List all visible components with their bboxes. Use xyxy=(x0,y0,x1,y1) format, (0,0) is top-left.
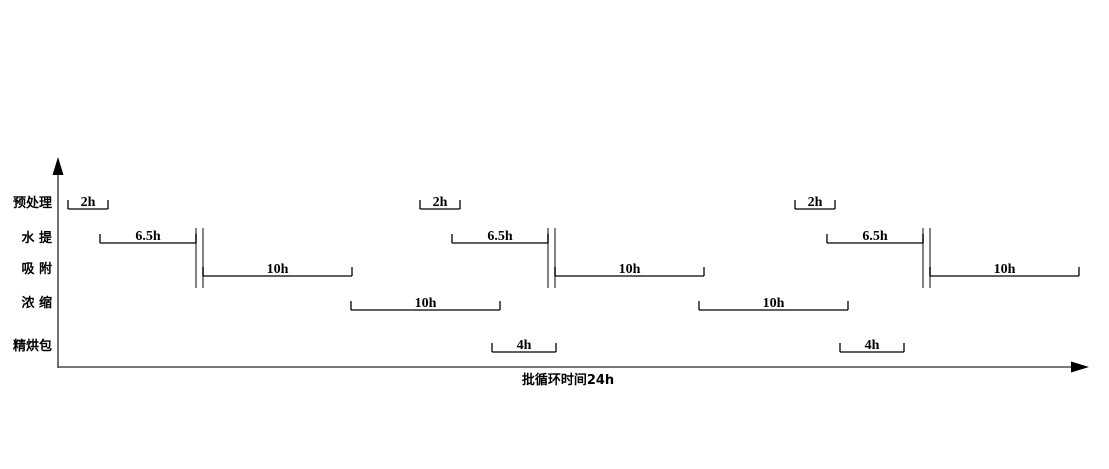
cycle-divider-3 xyxy=(922,228,931,288)
bracket-duration-label: 6.5h xyxy=(487,229,513,244)
x-axis-arrow-icon xyxy=(1071,361,1089,373)
duration-bracket-b-fin-1: 4h xyxy=(491,338,557,353)
duration-bracket-b-con-1: 10h xyxy=(350,296,501,311)
bracket-duration-label: 10h xyxy=(267,262,289,277)
duration-bracket-b-con-2: 10h xyxy=(698,296,849,311)
bracket-duration-label: 6.5h xyxy=(135,229,161,244)
duration-bracket-b-fin-2: 4h xyxy=(839,338,905,353)
row-label-0: 预处理 xyxy=(13,195,52,211)
duration-bracket-b-ext-1: 6.5h xyxy=(99,229,197,244)
bracket-duration-label: 10h xyxy=(415,296,437,311)
duration-bracket-b-pre-2: 2h xyxy=(419,195,461,210)
bracket-duration-label: 10h xyxy=(994,262,1016,277)
duration-bracket-b-ads-2: 10h xyxy=(554,262,705,277)
duration-bracket-b-ext-3: 6.5h xyxy=(826,229,924,244)
bracket-duration-label: 4h xyxy=(865,338,880,353)
row-label-2: 吸 附 xyxy=(21,261,52,277)
cycle-divider-2 xyxy=(547,228,556,288)
duration-bracket-b-ads-3: 10h xyxy=(929,262,1080,277)
row-label-1: 水 提 xyxy=(21,230,53,246)
row-label-3: 浓 缩 xyxy=(21,295,52,311)
duration-bracket-b-pre-3: 2h xyxy=(794,195,836,210)
x-axis-label-group: 批循环时间24h xyxy=(522,372,614,388)
cycle-dividers-group xyxy=(195,228,931,288)
bracket-duration-label: 6.5h xyxy=(862,229,888,244)
duration-bracket-b-pre-1: 2h xyxy=(67,195,109,210)
bracket-duration-label: 2h xyxy=(433,195,448,210)
bracket-duration-label: 4h xyxy=(517,338,532,353)
axes-group xyxy=(52,157,1089,373)
bracket-duration-label: 10h xyxy=(619,262,641,277)
x-axis-caption: 批循环时间24h xyxy=(522,372,614,388)
bracket-duration-label: 2h xyxy=(808,195,823,210)
bracket-duration-label: 10h xyxy=(763,296,785,311)
duration-bracket-b-ads-1: 10h xyxy=(202,262,353,277)
duration-bracket-b-ext-2: 6.5h xyxy=(451,229,549,244)
cycle-divider-1 xyxy=(195,228,204,288)
bracket-duration-label: 2h xyxy=(81,195,96,210)
duration-brackets-group: 2h 2h 2h 6.5h 6.5h 6.5h 10h 10h 10h 10h 10h 4h 4h xyxy=(67,195,1080,353)
y-axis-arrow-icon xyxy=(52,157,64,175)
row-label-4: 精烘包 xyxy=(13,338,52,354)
